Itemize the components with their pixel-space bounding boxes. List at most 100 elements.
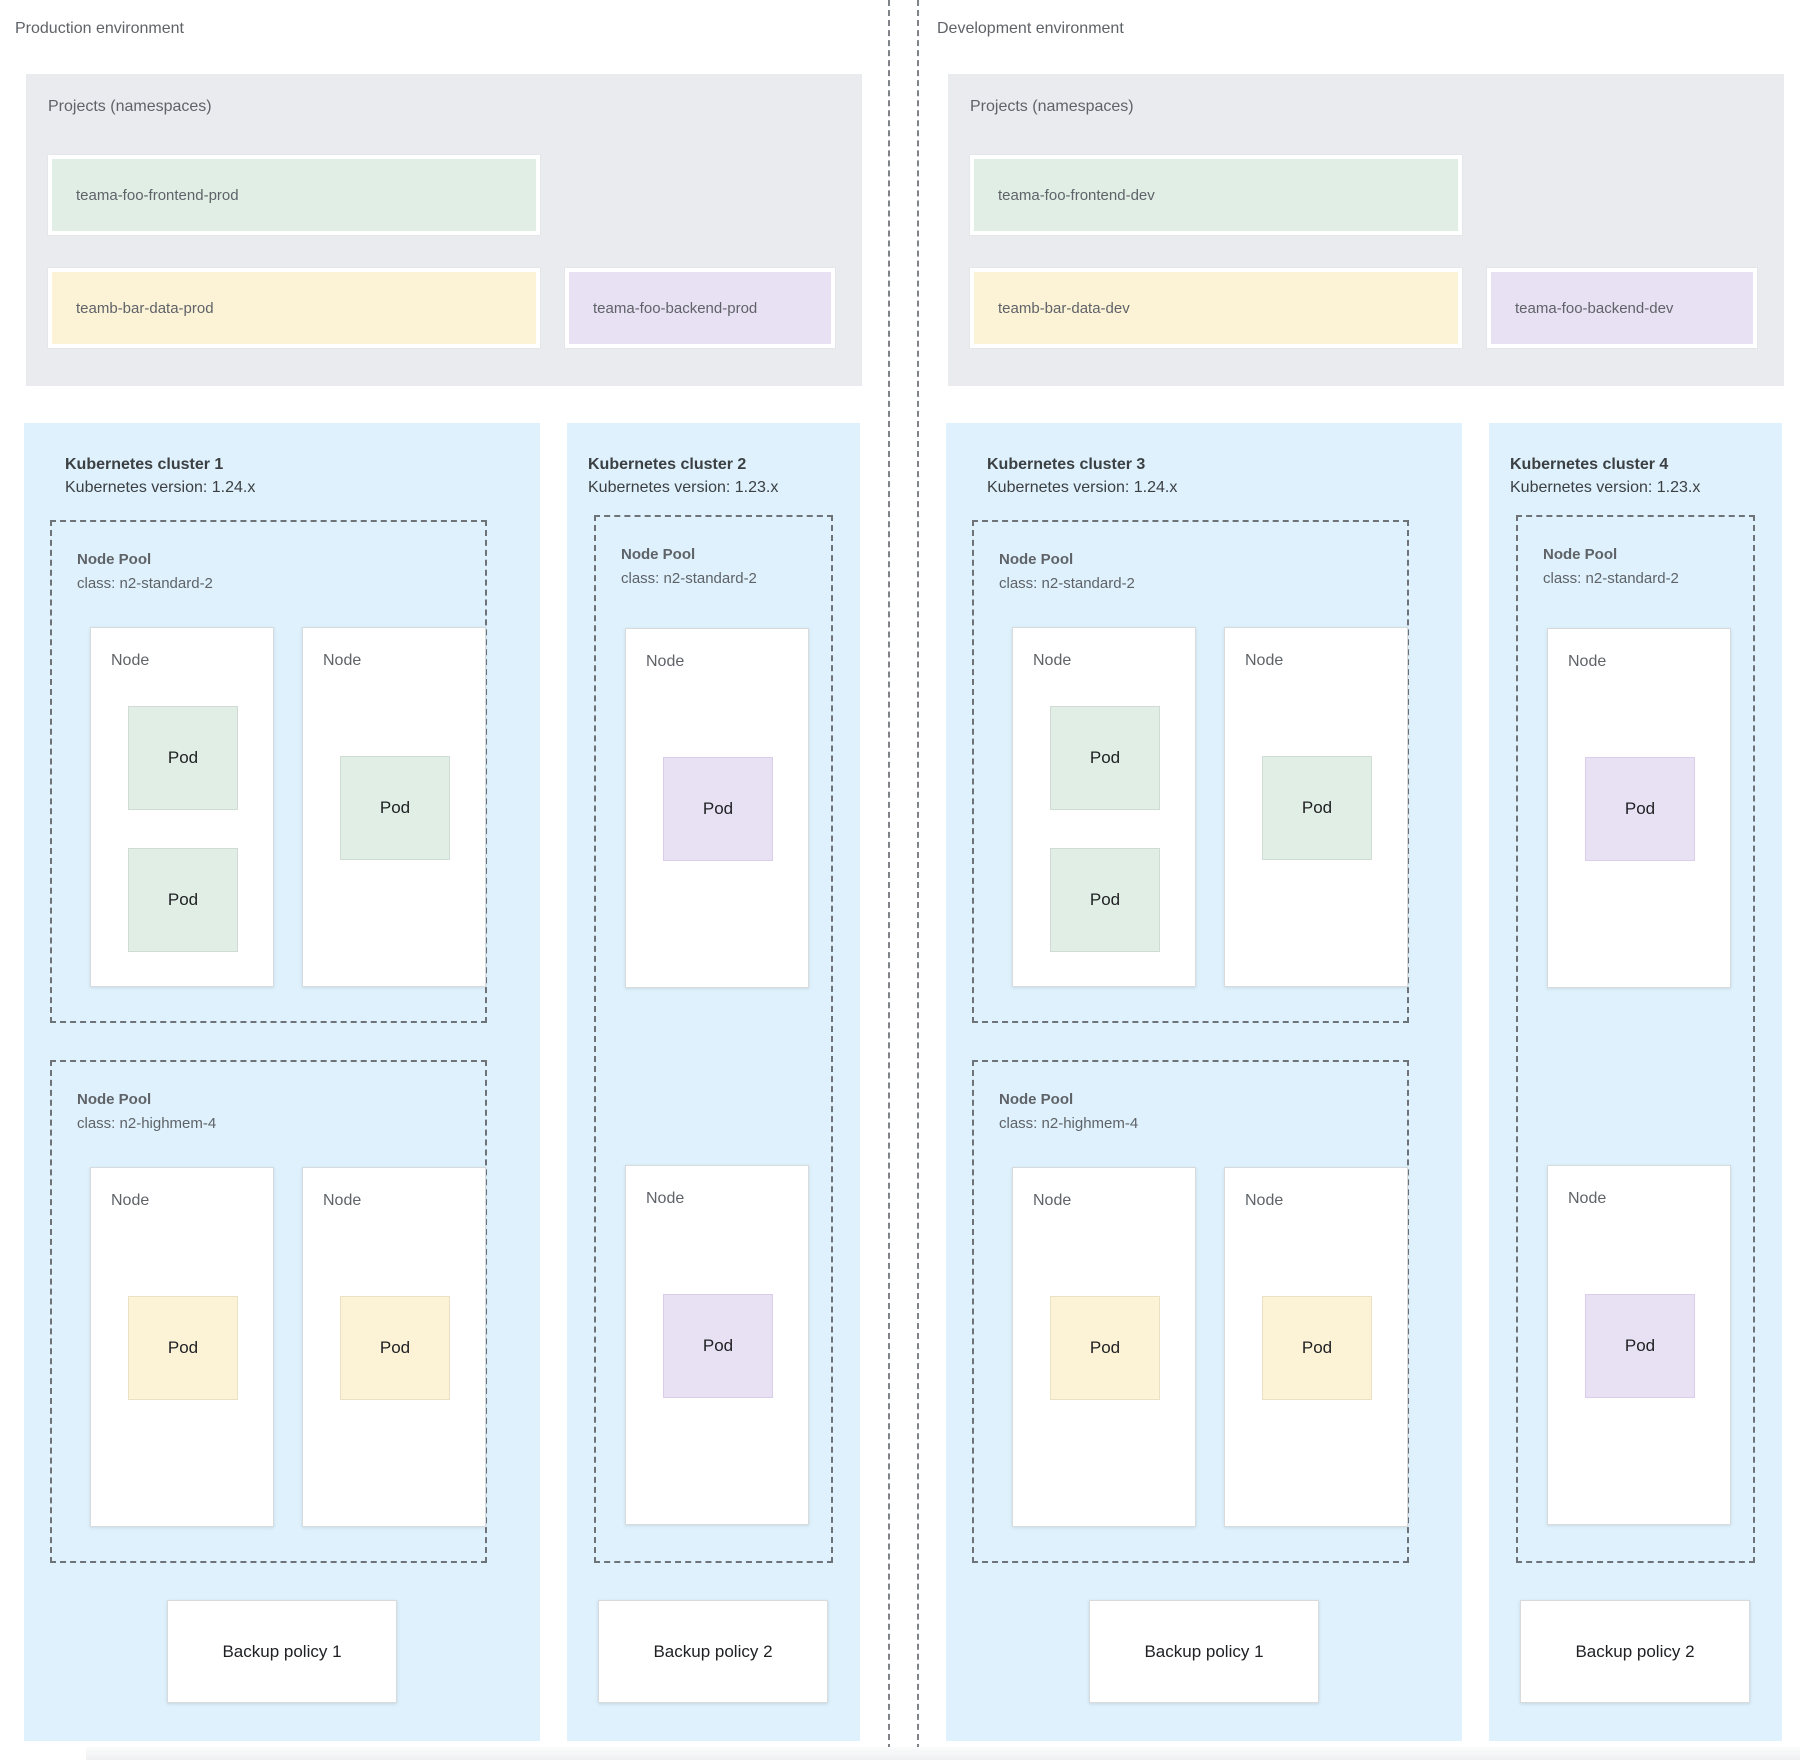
namespace-label: teama-foo-backend-dev <box>1515 299 1674 317</box>
namespace-box: teama-foo-frontend-dev <box>970 155 1462 235</box>
backup-policy-box: Backup policy 2 <box>1520 1600 1750 1703</box>
node-label: Node <box>323 652 362 669</box>
kubernetes-cluster-box: Kubernetes cluster 3 Kubernetes version: … <box>946 423 1462 1741</box>
namespace-label: teamb-bar-data-dev <box>998 299 1130 317</box>
pod-box: Pod <box>1050 848 1160 952</box>
namespace-label: teamb-bar-data-prod <box>76 299 214 317</box>
cluster-subtitle: Kubernetes version: 1.24.x <box>65 479 256 496</box>
pod-box: Pod <box>1050 706 1160 810</box>
cluster-subtitle: Kubernetes version: 1.23.x <box>1510 479 1701 496</box>
node-pool-title: Node Pool <box>77 551 152 568</box>
node-label: Node <box>1568 1190 1607 1207</box>
node-label: Node <box>1245 1192 1284 1209</box>
projects-container: Projects (namespaces) teama-foo-frontend-… <box>26 74 862 386</box>
kubernetes-cluster-box: Kubernetes cluster 2 Kubernetes version: … <box>567 423 860 1741</box>
cluster-title: Kubernetes cluster 3 <box>987 456 1146 473</box>
node-pool-title: Node Pool <box>621 546 696 563</box>
pod-box: Pod <box>128 848 238 952</box>
projects-title: Projects (namespaces) <box>48 98 212 115</box>
node-pool-class: class: n2-standard-2 <box>77 575 213 592</box>
pod-box: Pod <box>340 1296 450 1400</box>
environment-label: Production environment <box>15 20 184 37</box>
pod-box: Pod <box>1050 1296 1160 1400</box>
namespace-box: teama-foo-frontend-prod <box>48 155 540 235</box>
pod-box: Pod <box>663 757 773 861</box>
backup-policy-label: Backup policy 2 <box>653 1641 773 1661</box>
page-bottom-strip <box>86 1747 1800 1760</box>
pod-label: Pod <box>167 748 199 767</box>
pod-label: Pod <box>167 890 199 909</box>
pod-label: Pod <box>1301 798 1333 817</box>
namespace-box: teamb-bar-data-dev <box>970 268 1462 348</box>
node-pool-title: Node Pool <box>999 1091 1074 1108</box>
pod-box: Pod <box>1585 757 1695 861</box>
pod-label: Pod <box>1624 799 1656 818</box>
node-label: Node <box>1033 652 1072 669</box>
cluster-title: Kubernetes cluster 1 <box>65 456 224 473</box>
projects-container: Projects (namespaces) teama-foo-frontend-… <box>948 74 1784 386</box>
cluster-subtitle: Kubernetes version: 1.24.x <box>987 479 1178 496</box>
cluster-title: Kubernetes cluster 4 <box>1510 456 1669 473</box>
node-label: Node <box>111 1192 150 1209</box>
node-label: Node <box>646 1190 685 1207</box>
namespace-box: teamb-bar-data-prod <box>48 268 540 348</box>
backup-policy-box: Backup policy 2 <box>598 1600 828 1703</box>
node-pool-class: class: n2-highmem-4 <box>77 1115 217 1132</box>
node-label: Node <box>1033 1192 1072 1209</box>
node-pool-class: class: n2-standard-2 <box>999 575 1135 592</box>
pod-label: Pod <box>1089 748 1121 767</box>
backup-policy-label: Backup policy 1 <box>1144 1641 1264 1661</box>
node-label: Node <box>1245 652 1284 669</box>
node-label: Node <box>323 1192 362 1209</box>
backup-policy-label: Backup policy 1 <box>222 1641 342 1661</box>
pod-label: Pod <box>379 798 411 817</box>
cluster-title: Kubernetes cluster 2 <box>588 456 747 473</box>
node-label: Node <box>646 653 685 670</box>
node-pool-title: Node Pool <box>77 1091 152 1108</box>
namespace-label: teama-foo-frontend-dev <box>998 186 1155 204</box>
pod-label: Pod <box>379 1338 411 1357</box>
pod-box: Pod <box>340 756 450 860</box>
node-pool-title: Node Pool <box>1543 546 1618 563</box>
node-pool-class: class: n2-highmem-4 <box>999 1115 1139 1132</box>
namespace-label: teama-foo-frontend-prod <box>76 186 239 204</box>
pod-label: Pod <box>702 799 734 818</box>
pod-label: Pod <box>167 1338 199 1357</box>
environment-divider-line <box>917 0 919 1760</box>
environment-label: Development environment <box>937 20 1124 37</box>
namespace-box: teama-foo-backend-prod <box>565 268 835 348</box>
pod-label: Pod <box>1301 1338 1333 1357</box>
node-pool-class: class: n2-standard-2 <box>621 570 757 587</box>
pod-label: Pod <box>702 1336 734 1355</box>
pod-label: Pod <box>1089 1338 1121 1357</box>
environment-divider-line <box>888 0 890 1760</box>
cluster-subtitle: Kubernetes version: 1.23.x <box>588 479 779 496</box>
pod-label: Pod <box>1089 890 1121 909</box>
backup-policy-box: Backup policy 1 <box>167 1600 397 1703</box>
kubernetes-cluster-box: Kubernetes cluster 1 Kubernetes version: … <box>24 423 540 1741</box>
node-pool-class: class: n2-standard-2 <box>1543 570 1679 587</box>
pod-box: Pod <box>128 1296 238 1400</box>
node-label: Node <box>1568 653 1607 670</box>
pod-label: Pod <box>1624 1336 1656 1355</box>
pod-box: Pod <box>663 1294 773 1398</box>
projects-title: Projects (namespaces) <box>970 98 1134 115</box>
kubernetes-cluster-box: Kubernetes cluster 4 Kubernetes version: … <box>1489 423 1782 1741</box>
node-label: Node <box>111 652 150 669</box>
